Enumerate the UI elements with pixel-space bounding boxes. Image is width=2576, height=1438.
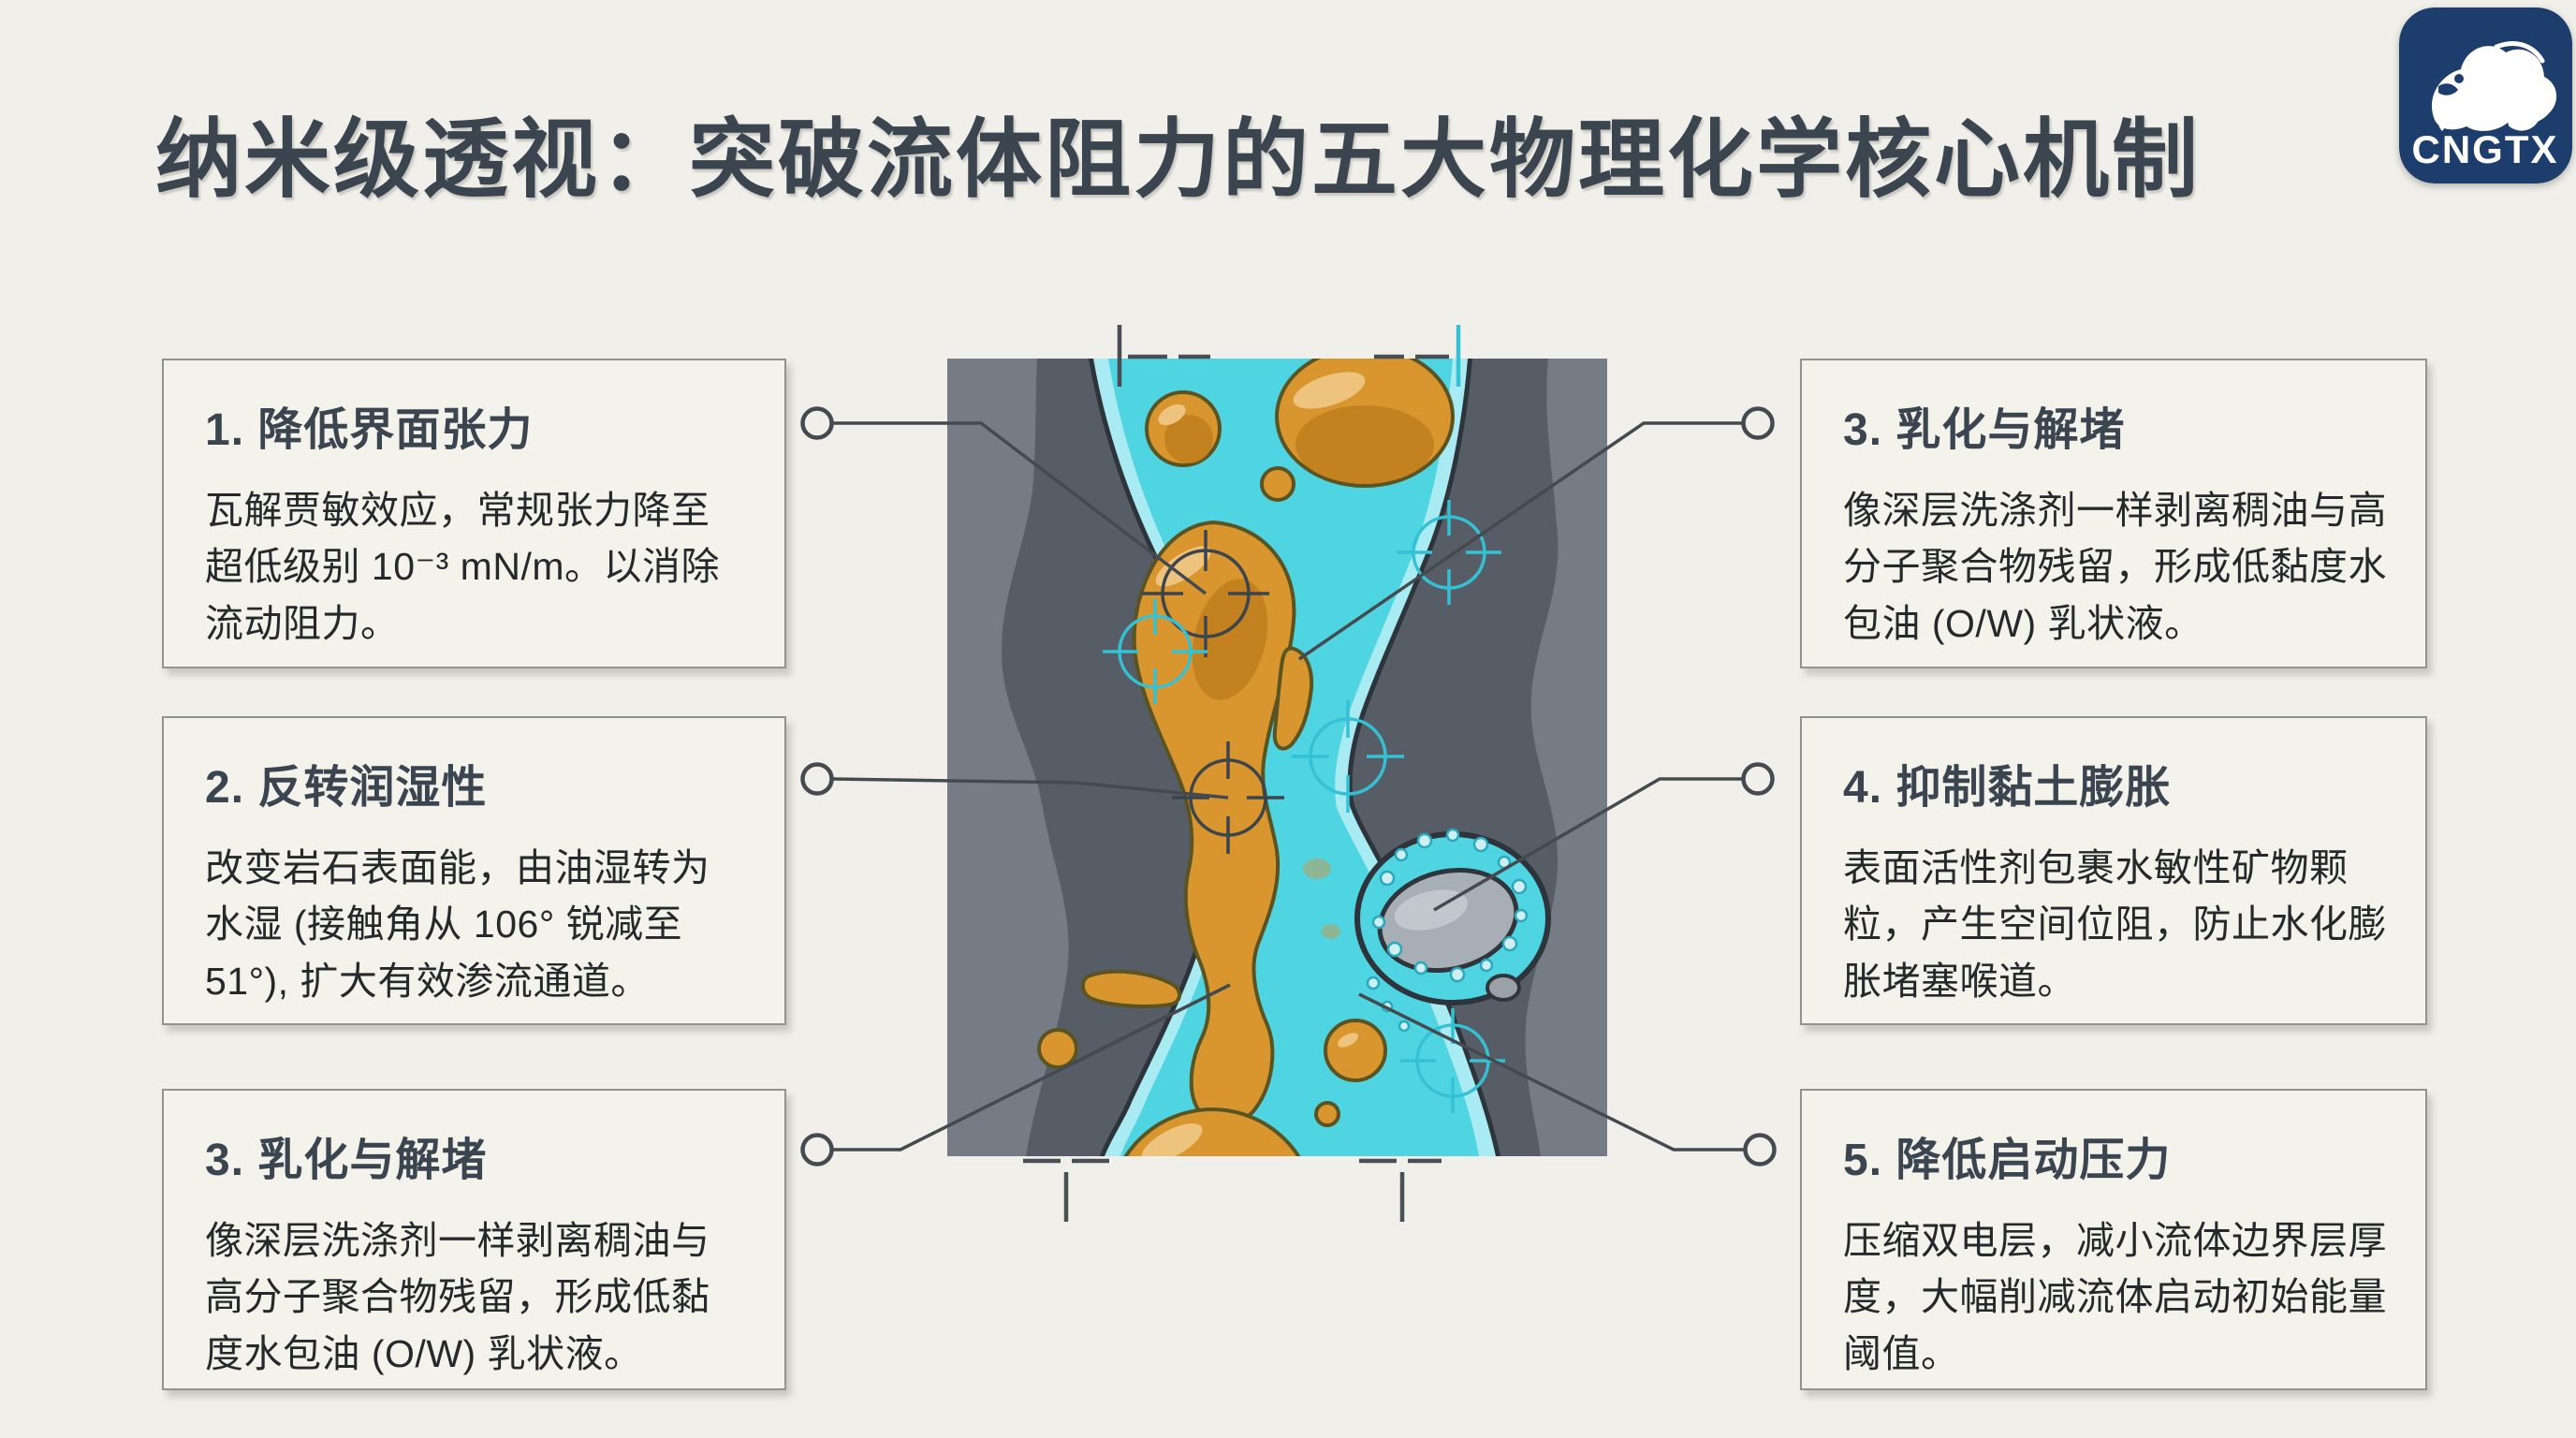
crosshair-marker (1142, 530, 1269, 657)
crosshair-marker (1172, 741, 1284, 854)
card-body: 表面活性剂包裹水敏性矿物颗粒，产生空间位阻，防止水化膨胀堵塞喉道。 (1843, 846, 2387, 1003)
brand-logo: CNGTX (2399, 7, 2572, 183)
crosshair-marker (1400, 1008, 1505, 1113)
mammoth-lion-icon: CNGTX (2399, 7, 2572, 183)
card-body: 像深层洗涤剂一样剥离稠油与高分子聚合物残留，形成低黏度水包油 (O/W) 乳状液… (1843, 489, 2387, 645)
callout-circle (800, 1133, 834, 1167)
page-title: 纳米级透视：突破流体阻力的五大物理化学核心机制 (155, 112, 2202, 208)
card-1-lower-interfacial-tension: 1. 降低界面张力 瓦解贾敏效应，常规张力降至超低级别 10⁻³ mN/m。以消… (162, 359, 786, 668)
card-heading: 3. 乳化与解堵 (1843, 405, 2126, 455)
registration-marks (1023, 325, 1461, 1222)
card-heading: 1. 降低界面张力 (205, 405, 534, 455)
oil-blob (1272, 646, 1313, 751)
card-3-emulsification-right: 3. 乳化与解堵 像深层洗涤剂一样剥离稠油与高分子聚合物残留，形成低黏度水包油 … (1800, 359, 2427, 668)
card-heading: 2. 反转润湿性 (205, 763, 488, 813)
connector-line (1358, 992, 1745, 1152)
callout-circle (800, 406, 834, 440)
oil-droplet (1314, 1101, 1340, 1127)
crosshair-markers-dark (1142, 530, 1284, 854)
callout-circle (800, 762, 834, 796)
connector-lines (800, 406, 1777, 1167)
oil-blob (1080, 969, 1181, 1008)
callout-circle (1743, 1133, 1777, 1167)
clay-particle (1377, 867, 1519, 974)
card-2-wettability-reversal: 2. 反转润湿性 改变岩石表面能，由油湿转为水湿 (接触角从 106° 锐减至 … (162, 716, 786, 1025)
card-body: 改变岩石表面能，由油湿转为水湿 (接触角从 106° 锐减至 51°), 扩大有… (205, 846, 710, 1003)
oil-smudges (1303, 858, 1340, 939)
small-pebble (1486, 974, 1521, 1002)
oil-droplet (1260, 466, 1295, 502)
card-body: 压缩双电层，减小流体边界层厚度，大幅削减流体启动初始能量阈值。 (1843, 1219, 2387, 1375)
logo-beast-body (2431, 46, 2557, 131)
crosshair-markers-cyan (1103, 500, 1505, 1113)
callout-circles (800, 406, 1777, 1167)
connector-line (1298, 421, 1743, 661)
connector-line (832, 983, 1231, 1152)
crosshair-marker (1292, 700, 1404, 813)
oil-droplet (1037, 1028, 1078, 1069)
callout-circle (1741, 406, 1775, 440)
logo-wordmark: CNGTX (2412, 127, 2559, 171)
card-body: 像深层洗涤剂一样剥离稠油与高分子聚合物残留，形成低黏度水包油 (O/W) 乳状液… (205, 1219, 710, 1375)
card-5-lower-startup-pressure: 5. 降低启动压力 压缩双电层，减小流体边界层厚度，大幅削减流体启动初始能量阈值… (1800, 1089, 2427, 1390)
connector-line (832, 421, 1208, 595)
card-heading: 3. 乳化与解堵 (205, 1136, 488, 1185)
card-4-clay-swelling-inhibition: 4. 抑制黏土膨胀 表面活性剂包裹水敏性矿物颗粒，产生空间位阻，防止水化膨胀堵塞… (1800, 716, 2427, 1025)
card-heading: 4. 抑制黏土膨胀 (1843, 763, 2172, 813)
card-body: 瓦解贾敏效应，常规张力降至超低级别 10⁻³ mN/m。以消除流动阻力。 (205, 489, 720, 645)
oil-droplet (1324, 1019, 1387, 1082)
callout-circle (1741, 762, 1775, 796)
connector-line (831, 777, 1229, 800)
oil-highlights (1141, 372, 1366, 1156)
connector-line (1433, 777, 1743, 912)
clay-pocket (1354, 828, 1551, 1033)
surfactant-bubbles (1366, 828, 1529, 1033)
oil-shading (1164, 405, 1434, 700)
pore-channel-illustration (947, 359, 1607, 1156)
crosshair-marker (1103, 599, 1208, 704)
card-3-emulsification-left: 3. 乳化与解堵 像深层洗涤剂一样剥离稠油与高分子聚合物残留，形成低黏度水包油 … (162, 1089, 786, 1390)
card-heading: 5. 降低启动压力 (1843, 1136, 2172, 1185)
crosshair-marker (1397, 500, 1501, 605)
